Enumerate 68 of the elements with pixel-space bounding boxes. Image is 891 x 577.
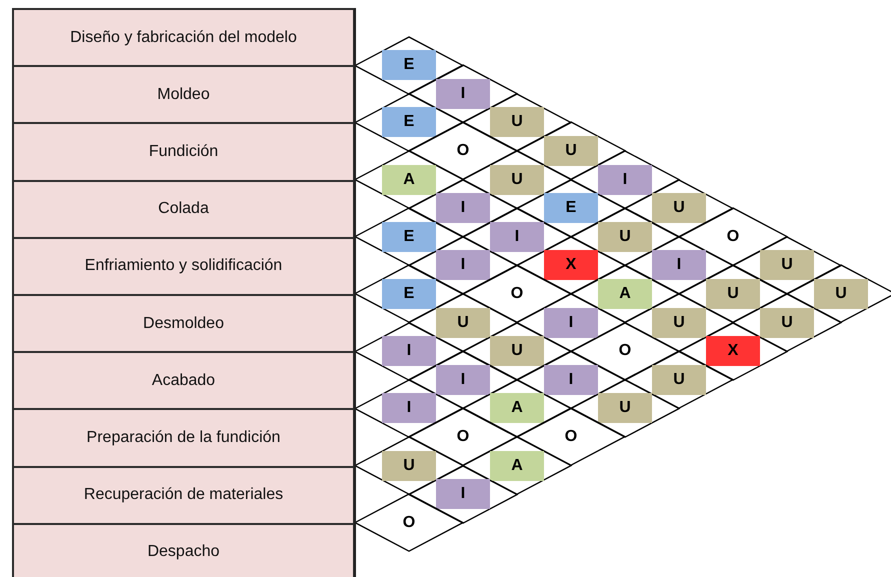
relationship-code: I — [436, 78, 490, 109]
activity-name: Colada — [158, 200, 209, 218]
relationship-code: A — [490, 393, 544, 424]
relationship-code: U — [490, 107, 544, 138]
relationship-code: I — [436, 479, 490, 510]
relationship-code: E — [382, 107, 436, 138]
relationship-code: E — [382, 50, 436, 80]
activity-box — [12, 351, 355, 410]
relationship-code: I — [436, 364, 490, 395]
activity-box — [12, 180, 355, 239]
activity-box — [12, 294, 355, 354]
activity-name: Preparación de la fundición — [86, 428, 280, 447]
activity-box — [12, 522, 355, 577]
activity-name: Desmoldeo — [143, 314, 224, 333]
relationship-code: O — [618, 341, 632, 362]
relationship-diamond — [355, 208, 463, 266]
activity-name: Recuperación de materiales — [84, 486, 284, 504]
relationship-code: I — [382, 393, 436, 424]
relationship-code: E — [382, 278, 436, 309]
activity-name: Moldeo — [157, 86, 210, 104]
relationship-code: E — [544, 193, 598, 224]
relationship-code: I — [652, 250, 706, 280]
relationship-code: U — [760, 250, 814, 280]
activity-box — [12, 65, 355, 124]
relationship-code: O — [456, 426, 470, 447]
relationship-code: I — [436, 250, 490, 280]
relationship-code: U — [490, 336, 544, 366]
relationship-code: I — [544, 308, 598, 338]
relationship-code: U — [652, 193, 706, 224]
relationship-code: U — [814, 278, 868, 309]
relationship-code: I — [598, 164, 652, 195]
relationship-code: I — [544, 364, 598, 395]
relationship-code: U — [598, 393, 652, 424]
relationship-code: I — [382, 336, 436, 366]
relationship-code: U — [436, 308, 490, 338]
relationship-code: U — [652, 364, 706, 395]
relationship-code: U — [382, 450, 436, 481]
relationship-diamond — [355, 36, 463, 94]
relationship-code: U — [544, 136, 598, 166]
relationship-code: I — [436, 193, 490, 224]
relationship-code: U — [490, 164, 544, 195]
relationship-code: A — [382, 164, 436, 195]
relationship-diamond — [355, 494, 463, 552]
activity-box — [12, 122, 355, 182]
relationship-code: X — [544, 250, 598, 280]
activity-box — [12, 236, 355, 296]
activity-box — [12, 408, 355, 468]
relationship-code: U — [652, 308, 706, 338]
activity-name: Diseño y fabricación del modelo — [70, 28, 297, 47]
relationship-code: A — [490, 450, 544, 481]
relationship-code: O — [726, 226, 740, 247]
relationship-code: O — [402, 512, 416, 533]
activity-name: Fundición — [148, 142, 218, 161]
relationship-code: X — [706, 336, 760, 366]
relationship-code: O — [564, 426, 578, 447]
relationship-code: U — [706, 278, 760, 309]
activity-name: Enfriamiento y solidificación — [84, 257, 282, 276]
relationship-code: A — [598, 278, 652, 309]
activity-name: Despacho — [147, 543, 220, 562]
relationship-code: U — [598, 222, 652, 252]
relationship-code: O — [510, 284, 524, 304]
activity-name: Acabado — [152, 372, 216, 390]
relationship-code: O — [456, 140, 470, 161]
relationship-code: I — [490, 222, 544, 252]
relationship-code: U — [760, 308, 814, 338]
relationship-code: E — [382, 222, 436, 252]
activity-box — [12, 8, 355, 68]
activity-box — [12, 466, 355, 525]
